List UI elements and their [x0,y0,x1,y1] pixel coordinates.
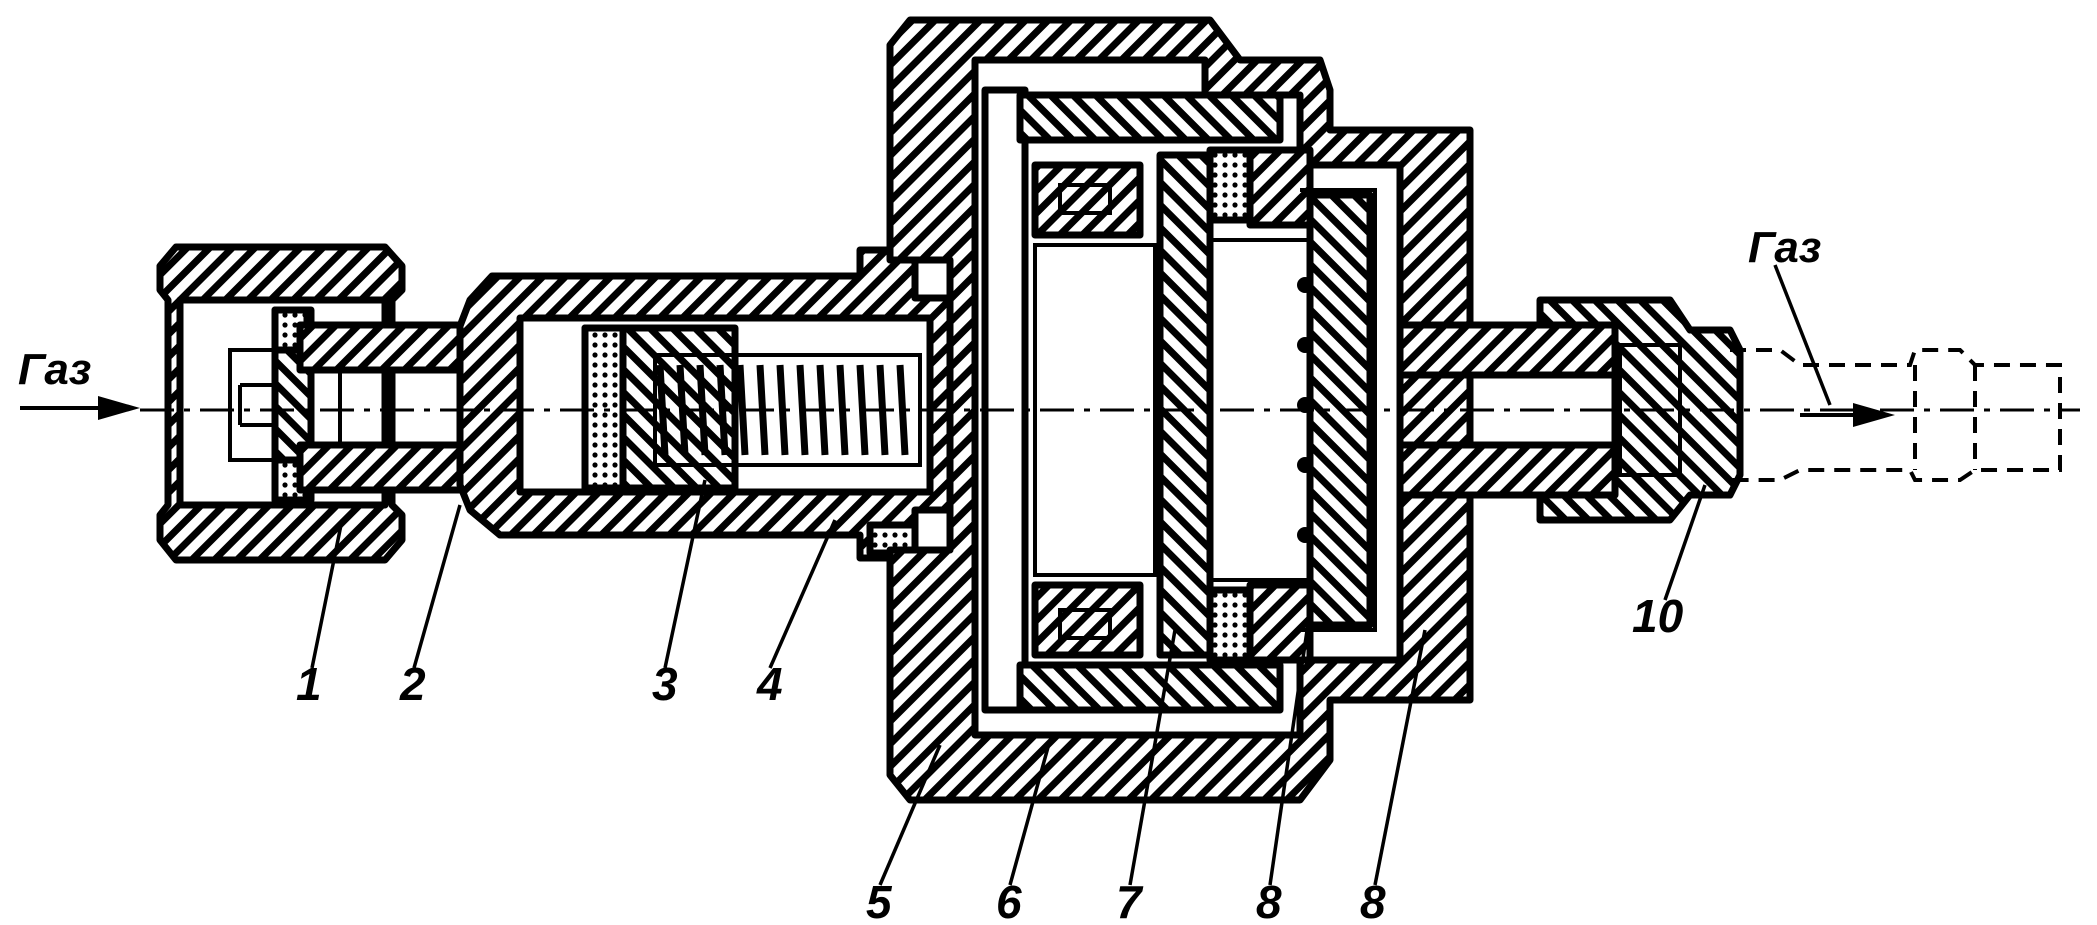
part-label-3: 3 [652,658,678,710]
inlet-arrow-icon [98,396,140,420]
part-label-8b: 8 [1360,876,1386,925]
part-label-10: 10 [1632,590,1684,642]
part-label-1: 1 [296,658,322,710]
outlet-arrow-icon [1853,403,1895,427]
filter-housing [456,246,954,562]
inlet-nut [156,243,406,564]
gas-outlet-label: Газ [1748,223,1821,272]
diaphragm-assembly [981,86,1377,714]
part-label-7: 7 [1116,876,1144,925]
part-label-5: 5 [866,876,893,925]
leader-lines [310,479,1707,886]
part-label-4: 4 [756,658,783,710]
part-label-2: 2 [399,658,426,710]
part-label-6: 6 [996,876,1022,925]
part-label-8a: 8 [1256,876,1282,925]
membrane-dots [1297,277,1313,543]
gas-inlet-label: Газ [18,345,91,394]
main-body [886,16,1474,804]
flow-axis [20,264,2080,427]
